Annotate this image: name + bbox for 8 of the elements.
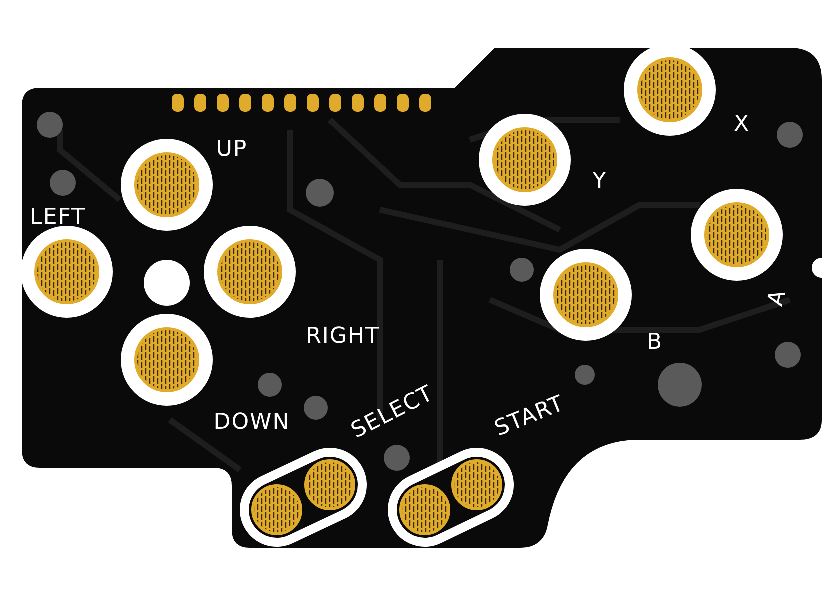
button-label: B — [646, 332, 664, 354]
button-label: RIGHT — [306, 326, 380, 348]
button-label: X — [734, 114, 750, 136]
button-label: A — [765, 287, 791, 309]
button-label: UP — [216, 139, 248, 161]
button-label: Y — [592, 171, 608, 193]
button-label: DOWN — [214, 412, 290, 434]
button-label: LEFT — [30, 207, 86, 229]
